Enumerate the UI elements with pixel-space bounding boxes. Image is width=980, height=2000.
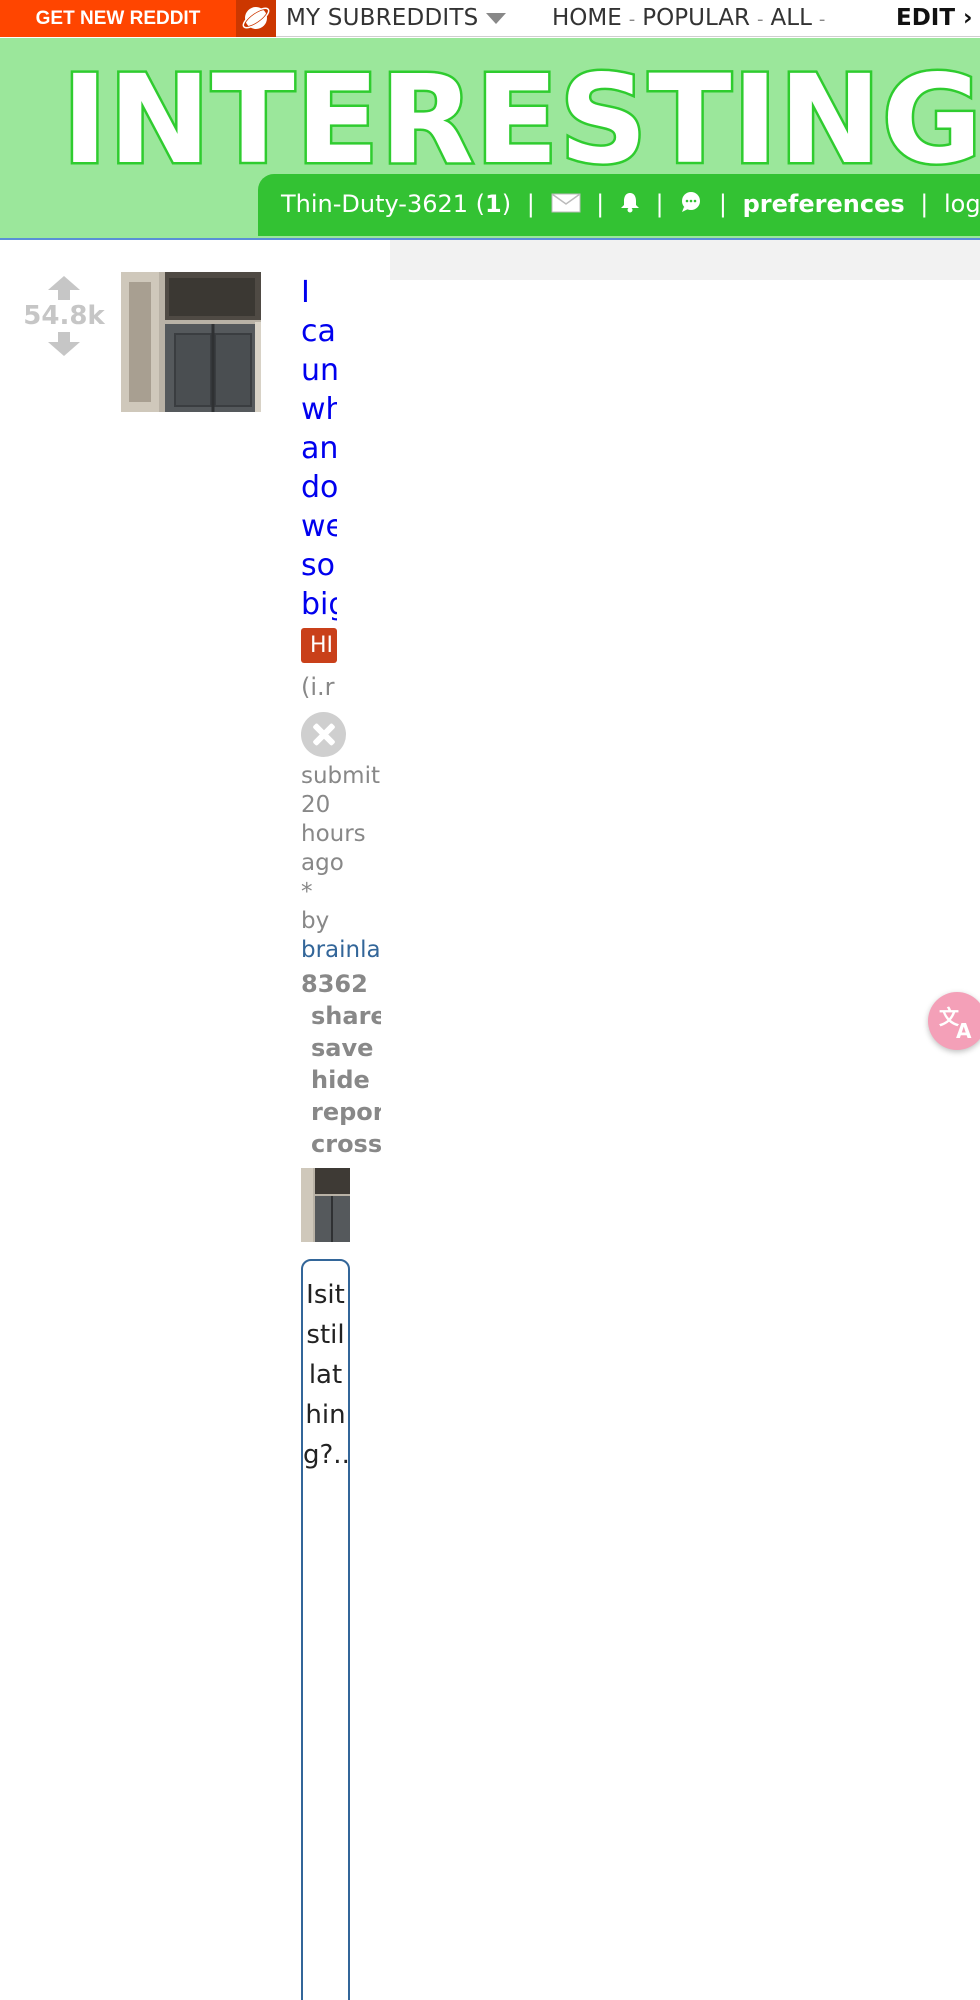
- subreddit-banner-title[interactable]: INTERESTING: [59, 49, 980, 191]
- post-title-link[interactable]: I ca un wh an do we so big: [301, 273, 337, 624]
- separator: |: [655, 190, 664, 218]
- post-title-line: big: [301, 587, 337, 622]
- comments-link[interactable]: 8362: [301, 970, 368, 998]
- mail-icon[interactable]: [551, 175, 581, 235]
- top-nav: HOME-POPULAR-ALL-: [552, 0, 832, 37]
- expando-text: Isitstillathing?..: [303, 1280, 350, 1470]
- post-title-line: wh: [301, 392, 337, 427]
- post-domain[interactable]: (i.r: [301, 673, 335, 701]
- close-icon[interactable]: [301, 712, 346, 757]
- tagline-text: 20: [301, 792, 331, 818]
- tagline-text: hours: [301, 821, 366, 847]
- my-subreddits-dropdown[interactable]: MY SUBREDDITS: [286, 0, 507, 37]
- preferences-link[interactable]: preferences: [742, 190, 905, 218]
- nav-all-link[interactable]: ALL: [770, 5, 812, 31]
- user-bar: Thin-Duty-3621 (1) | | | | preferences |…: [258, 174, 980, 236]
- expando-text-box: Isitstillathing?..: [301, 1259, 350, 2000]
- post-flair[interactable]: HI: [301, 628, 337, 663]
- post-thumbnail[interactable]: [121, 272, 261, 412]
- svg-text:文: 文: [939, 1005, 960, 1029]
- hide-button[interactable]: hide: [311, 1066, 370, 1094]
- expando-thumbnail[interactable]: [301, 1168, 350, 1242]
- post-title-line: an: [301, 431, 337, 466]
- post-title-line: do: [301, 470, 337, 505]
- crosspost-button[interactable]: cross: [311, 1130, 381, 1158]
- tagline-text: submit: [301, 763, 380, 789]
- username-link[interactable]: Thin-Duty-3621: [281, 190, 469, 218]
- translate-icon[interactable]: 文 A: [928, 992, 980, 1050]
- nav-popular-link[interactable]: POPULAR: [642, 5, 751, 31]
- content-strip: [390, 240, 980, 280]
- post-tagline: submit 20 hours ago * by brainla: [301, 762, 381, 965]
- post-title-line: un: [301, 353, 337, 388]
- save-button[interactable]: save: [311, 1034, 374, 1062]
- separator: |: [526, 190, 535, 218]
- post-title-line: I: [301, 275, 310, 310]
- upvote-icon[interactable]: [22, 276, 106, 300]
- chevron-down-icon: [486, 13, 507, 24]
- my-subreddits-label: MY SUBREDDITS: [286, 5, 479, 31]
- post-score: 54.8k: [23, 301, 105, 331]
- separator: |: [718, 190, 727, 218]
- vote-column: 54.8k: [22, 276, 106, 356]
- separator: |: [596, 190, 605, 218]
- chat-icon[interactable]: [679, 175, 703, 235]
- bell-icon[interactable]: [620, 175, 640, 235]
- karma-open: (: [475, 190, 486, 218]
- svg-text:A: A: [956, 1019, 972, 1042]
- planet-icon[interactable]: [236, 0, 276, 37]
- tagline-text: ago: [301, 850, 344, 876]
- get-new-reddit-button[interactable]: GET NEW REDDIT: [0, 0, 236, 37]
- share-button[interactable]: share: [311, 1002, 381, 1030]
- top-bar: GET NEW REDDIT MY SUBREDDITS HOME-POPULA…: [0, 0, 980, 37]
- post-actions: 8362 share save hide repor cross: [301, 968, 381, 1160]
- karma-close: ): [501, 190, 512, 218]
- karma-count: 1: [485, 190, 502, 218]
- edit-subreddits-link[interactable]: EDIT ›: [896, 5, 973, 31]
- subreddit-header: INTERESTING Thin-Duty-3621 (1) | | | | p…: [0, 38, 980, 240]
- nav-separator: -: [757, 9, 764, 30]
- post-title-line: ca: [301, 314, 336, 349]
- nav-separator: -: [628, 9, 636, 30]
- report-button[interactable]: repor: [311, 1098, 381, 1126]
- post-title-line: so: [301, 548, 335, 583]
- tagline-text: *: [301, 879, 313, 905]
- downvote-icon[interactable]: [22, 332, 106, 356]
- separator: |: [920, 190, 929, 218]
- post-title-line: we: [301, 509, 337, 544]
- nav-home-link[interactable]: HOME: [552, 5, 622, 31]
- nav-separator: -: [818, 9, 826, 30]
- logout-link[interactable]: logout: [944, 190, 980, 218]
- tagline-text: by: [301, 908, 330, 934]
- post-author-link[interactable]: brainla: [301, 937, 381, 963]
